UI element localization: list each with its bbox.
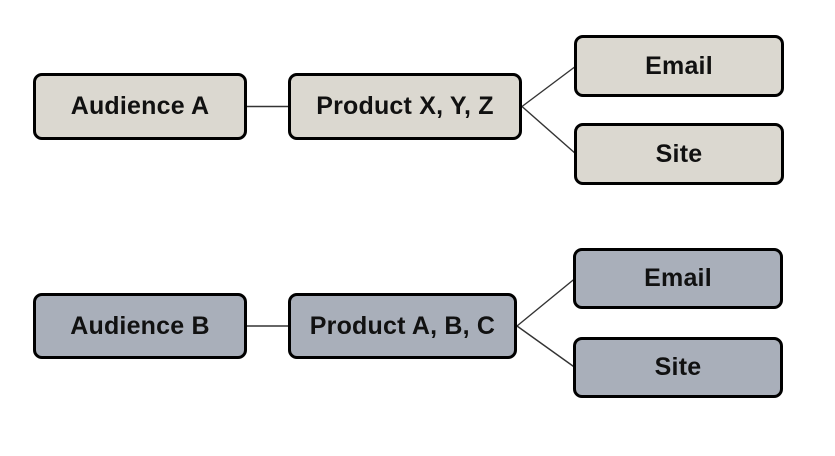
node-site-a: Site [574,123,784,185]
node-email-b: Email [573,248,783,309]
node-product-xyz: Product X, Y, Z [288,73,522,140]
connector-product-xyz-email [521,65,577,108]
node-product-abc-label: Product A, B, C [309,311,496,340]
connector-product-xyz-site [521,105,577,155]
node-audience-b: Audience B [33,293,247,359]
node-site-b-label: Site [654,353,702,381]
node-site-b: Site [573,337,783,398]
node-product-xyz-label: Product X, Y, Z [316,92,494,120]
node-email-b-label: Email [644,264,712,292]
node-email-a: Email [574,35,784,97]
connector-product-abc-email [516,277,576,327]
node-email-a-label: Email [645,51,713,80]
connector-product-abc-site [516,325,576,369]
node-product-abc: Product A, B, C [288,293,517,359]
node-audience-a: Audience A [33,73,247,140]
node-site-a-label: Site [655,139,703,168]
node-audience-b-label: Audience B [70,311,210,340]
node-audience-a-label: Audience A [70,92,210,120]
